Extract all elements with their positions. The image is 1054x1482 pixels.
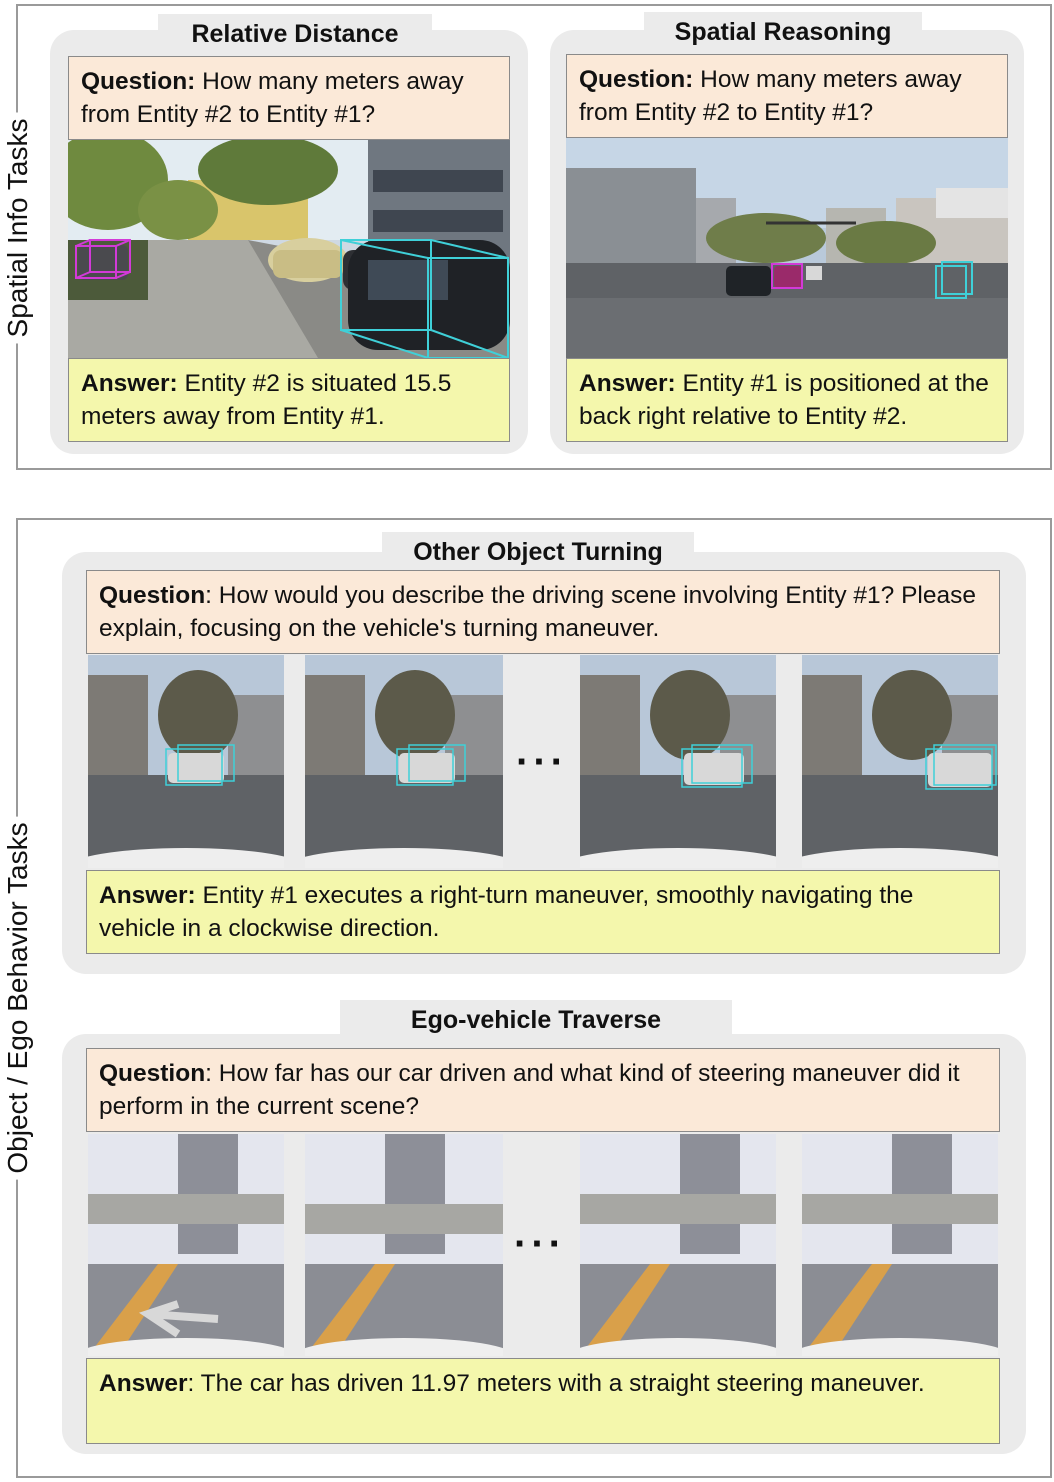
spatial-reasoning-title: Spatial Reasoning: [644, 12, 922, 52]
ego-traverse-frame-1: [88, 1134, 284, 1356]
object-turning-ellipsis: ···: [516, 740, 568, 784]
spatial-reasoning-answer: Answer: Entity #1 is positioned at the b…: [566, 358, 1008, 442]
object-turning-title: Other Object Turning: [382, 532, 694, 572]
object-turning-frame-1: [88, 655, 284, 868]
relative-distance-answer: Answer: Entity #2 is situated 15.5 meter…: [68, 358, 510, 442]
ego-traverse-frame-2: [305, 1134, 503, 1356]
object-turning-answer: Answer: Entity #1 executes a right-turn …: [86, 870, 1000, 954]
object-turning-frame-3: [580, 655, 776, 868]
ego-traverse-frame-4: [802, 1134, 998, 1356]
object-turning-question: Question: How would you describe the dri…: [86, 570, 1000, 654]
relative-distance-question: Question: How many meters away from Enti…: [68, 56, 510, 140]
object-turning-frame-4: [802, 655, 998, 868]
behavior-label: Object / Ego Behavior Tasks: [2, 816, 34, 1180]
spatial-reasoning-image: [566, 138, 1008, 358]
object-turning-frame-2: [305, 655, 503, 868]
ego-traverse-title: Ego-vehicle Traverse: [340, 1000, 732, 1040]
spatial-info-label: Spatial Info Tasks: [2, 112, 34, 344]
spatial-reasoning-question: Question: How many meters away from Enti…: [566, 54, 1008, 138]
relative-distance-title: Relative Distance: [158, 14, 432, 54]
ego-traverse-answer: Answer: The car has driven 11.97 meters …: [86, 1358, 1000, 1444]
ego-traverse-frame-3: [580, 1134, 776, 1356]
ego-traverse-ellipsis: ···: [514, 1222, 566, 1266]
relative-distance-image: [68, 140, 510, 358]
ego-traverse-question: Question: How far has our car driven and…: [86, 1048, 1000, 1132]
